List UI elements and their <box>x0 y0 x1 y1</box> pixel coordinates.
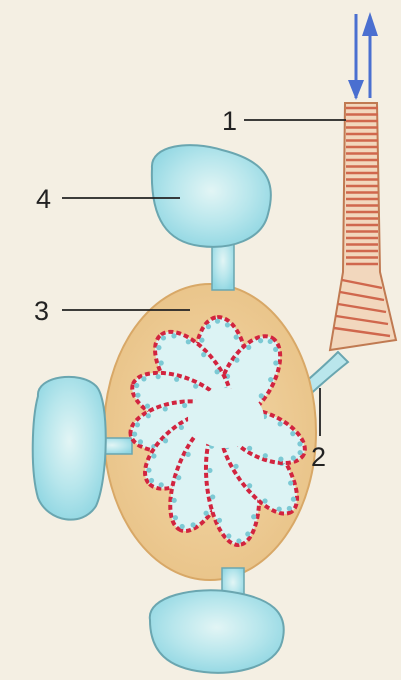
alveolus-dot <box>201 352 206 357</box>
alveolus-dot <box>268 377 273 382</box>
alveolus-dot <box>262 498 267 503</box>
alveolus-dot <box>159 360 164 365</box>
alveolus-dot <box>247 446 252 451</box>
alveolus-dot <box>163 438 168 443</box>
alveolus-dot <box>206 324 211 329</box>
alveolus-dot <box>146 413 151 418</box>
alveolus-dot <box>141 376 146 381</box>
alveolus-dot <box>186 339 191 344</box>
alveolus-dot <box>225 322 230 327</box>
alveolus-dot <box>180 524 185 529</box>
alveolus-dot <box>258 338 263 343</box>
alveolus-dot <box>156 374 161 379</box>
alveolus-dot <box>277 506 282 511</box>
alveolus-dot <box>207 468 212 473</box>
alveolus-dot <box>291 455 296 460</box>
alveolus-dot <box>263 453 268 458</box>
alveolus-dot <box>245 531 250 536</box>
alveolus-dot <box>210 494 215 499</box>
alveolus-dot <box>288 480 293 485</box>
alveolus-dot <box>278 421 283 426</box>
alveolus-dot <box>156 345 161 350</box>
alveolus-dot <box>217 518 222 523</box>
alveolus-dot <box>278 457 283 462</box>
alveolus-dot <box>273 360 278 365</box>
airflow-arrows <box>348 12 378 100</box>
alveolus-dot <box>186 452 191 457</box>
alveolus-dot <box>145 403 150 408</box>
posterior-air-sac <box>150 568 284 673</box>
alveolus-dot <box>135 393 140 398</box>
alveolus-dot <box>179 425 184 430</box>
alveolus-dot <box>236 538 241 543</box>
alveolus-dot <box>259 393 264 398</box>
alveolus-dot <box>247 483 252 488</box>
alveolus-dot <box>214 369 219 374</box>
label-trachea: 1 <box>222 106 237 136</box>
alveolus-dot <box>161 335 166 340</box>
alveolus-dot <box>273 347 278 352</box>
alveolus-dot <box>151 453 156 458</box>
alveolus-dot <box>149 478 154 483</box>
alveolus-dot <box>163 406 168 411</box>
alveolus-dot <box>134 383 139 388</box>
alveolus-dot <box>135 422 140 427</box>
alveolus-dot <box>291 497 296 502</box>
alveolus-dot <box>173 515 178 520</box>
trachea <box>330 103 396 350</box>
alveolus-dot <box>297 441 302 446</box>
alveolus-dot <box>199 338 204 343</box>
alveolus-dot <box>171 333 176 338</box>
alveolus-dot <box>174 377 179 382</box>
anterior-air-sac <box>152 145 271 290</box>
alveolus-dot <box>132 432 137 437</box>
alveolus-dot <box>191 522 196 527</box>
alveolus-dot <box>290 431 295 436</box>
alveolus-dot <box>172 498 177 503</box>
alveolus-dot <box>215 319 220 324</box>
alveolus-dot <box>146 468 151 473</box>
alveolus-dot <box>176 475 181 480</box>
alveolus-dot <box>246 345 251 350</box>
alveolus-dot <box>233 464 238 469</box>
alveolus-dot <box>298 450 303 455</box>
alveolus-dot <box>203 511 208 516</box>
alveolus-dot <box>268 339 273 344</box>
alveolus-dot <box>182 403 187 408</box>
alveolus-dot <box>138 439 143 444</box>
alveolus-dot <box>226 533 231 538</box>
alveolus-dot <box>234 335 239 340</box>
alveolus-dot <box>234 358 239 363</box>
alveolus-dot <box>251 514 256 519</box>
label-alveoli: 3 <box>34 296 49 326</box>
label-bronchus: 2 <box>311 442 326 472</box>
label-air-sac: 4 <box>36 184 51 214</box>
alveolus-dot <box>193 384 198 389</box>
alveolus-dot <box>287 506 292 511</box>
alveolus-dot <box>159 482 164 487</box>
parabronchus <box>188 388 264 448</box>
